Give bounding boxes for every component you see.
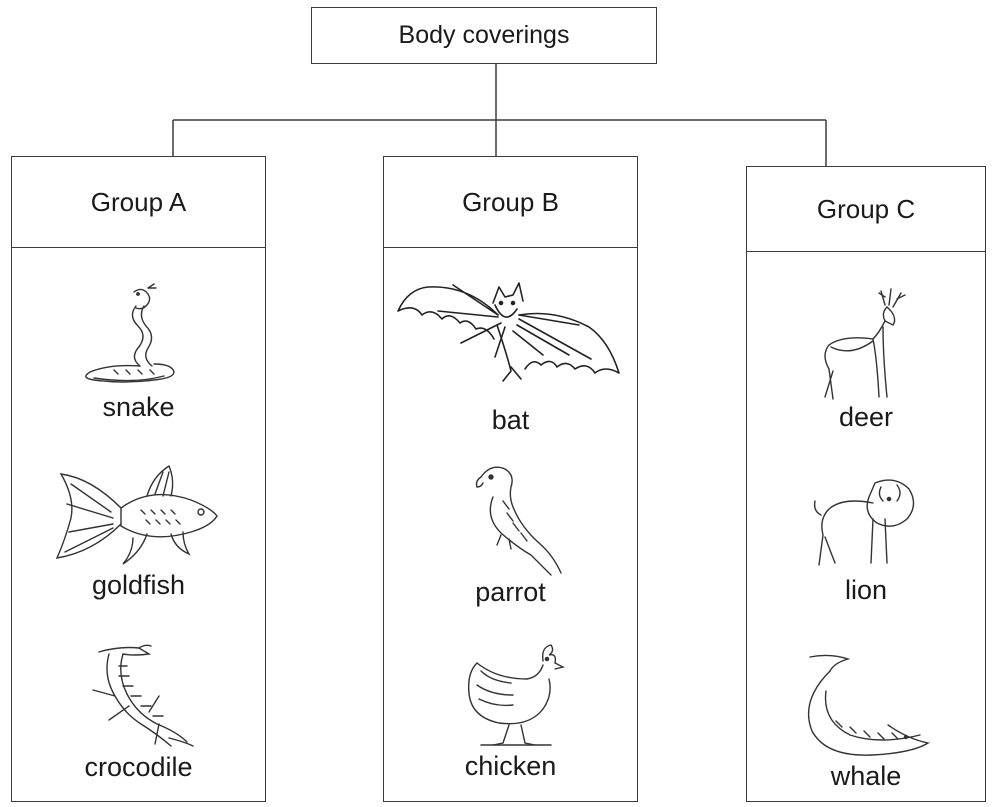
group-c-label: Group C [817,194,915,225]
group-c-header: Group C [747,167,985,252]
animal-deer: deer [747,287,985,432]
animal-goldfish: goldfish [12,460,265,600]
bat-icon [393,275,628,405]
group-a-panel: Group A snake [11,156,266,802]
animal-label-bat: bat [492,405,530,435]
root-label: Body coverings [399,21,570,50]
snake-icon [74,282,204,392]
animal-lion: lion [747,475,985,605]
animal-label-lion: lion [845,575,887,605]
animal-label-parrot: parrot [475,577,546,607]
deer-icon [811,287,921,402]
animal-label-snake: snake [102,392,174,422]
group-b-header: Group B [384,157,637,248]
group-b-label: Group B [462,187,559,218]
parrot-icon [451,457,571,577]
crocodile-icon [69,642,209,752]
animal-label-chicken: chicken [465,751,557,781]
animal-label-goldfish: goldfish [92,570,185,600]
group-b-panel: Group B bat [383,156,638,802]
animal-chicken: chicken [384,641,637,781]
root-node: Body coverings [311,7,657,64]
animal-label-deer: deer [839,402,893,432]
animal-crocodile: crocodile [12,642,265,782]
whale-icon [796,651,936,761]
animal-label-crocodile: crocodile [84,752,192,782]
animal-parrot: parrot [384,457,637,607]
group-c-panel: Group C deer lion [746,166,986,802]
group-a-header: Group A [12,157,265,248]
animal-bat: bat [384,275,637,435]
lion-icon [811,475,921,575]
animal-snake: snake [12,282,265,422]
animal-label-whale: whale [831,761,902,791]
chicken-icon [451,641,571,751]
goldfish-icon [51,460,226,570]
group-a-label: Group A [91,187,186,218]
animal-whale: whale [747,651,985,791]
